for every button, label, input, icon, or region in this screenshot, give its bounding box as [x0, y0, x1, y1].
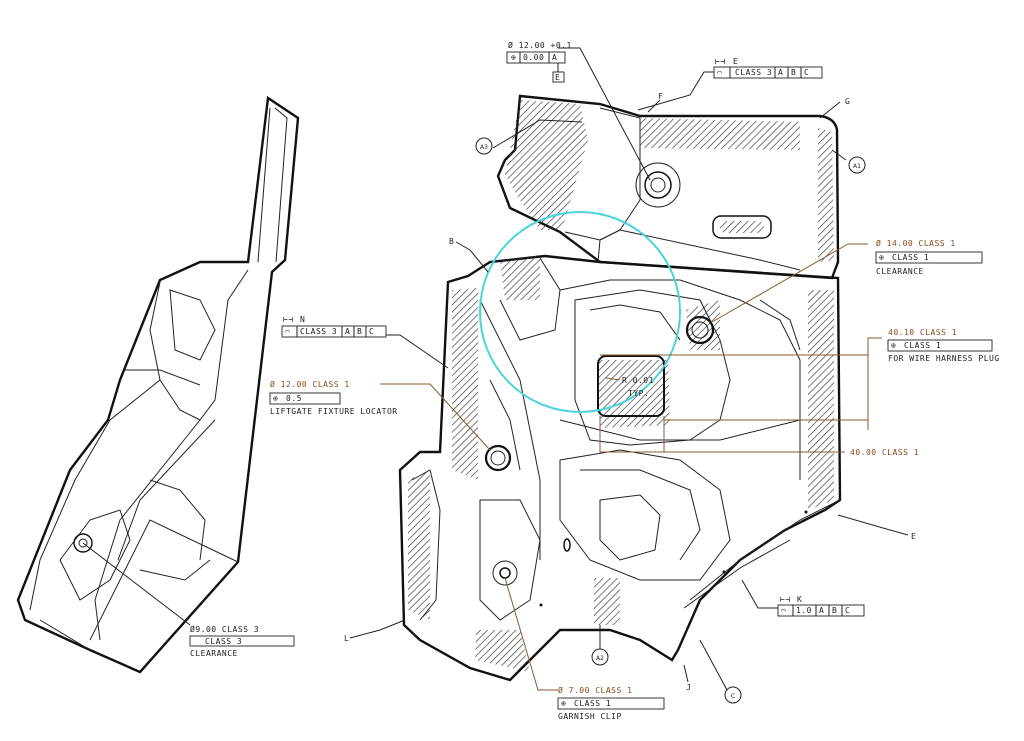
svg-text:B: B — [832, 606, 837, 615]
svg-text:⊕: ⊕ — [891, 341, 896, 350]
callout-radius: R 0.01 TYP. — [622, 376, 654, 398]
svg-text:N: N — [300, 315, 305, 324]
svg-text:B: B — [791, 68, 796, 77]
svg-text:⊕: ⊕ — [273, 394, 278, 403]
callout-dim-4010: 40.10 CLASS 1 ⊕ CLASS 1 FOR WIRE HARNESS… — [887, 328, 1000, 363]
svg-text:Ø 12.00 +0.1: Ø 12.00 +0.1 — [508, 40, 572, 50]
svg-text:1.0: 1.0 — [796, 606, 812, 615]
svg-text:Ø 12.00 CLASS 1: Ø 12.00 CLASS 1 — [270, 379, 350, 389]
svg-text:CLEARANCE: CLEARANCE — [190, 649, 238, 658]
svg-text:TYP.: TYP. — [628, 389, 649, 398]
svg-text:A3: A3 — [480, 144, 488, 151]
datum-bubbles: A3 A1 A2 C — [475, 137, 866, 704]
svg-text:E: E — [555, 73, 560, 82]
callout-dia7: Ø 7.00 CLASS 1 ⊕ CLASS 1 GARNISH CLIP — [557, 685, 665, 721]
svg-text:C: C — [731, 693, 735, 700]
svg-text:CLASS 1: CLASS 1 — [892, 253, 929, 262]
side-view-part — [16, 95, 300, 674]
svg-text:G: G — [845, 97, 850, 106]
callout-dia12-locator: Ø 12.00 CLASS 1 ⊕ 0.5 LIFTGATE FIXTURE L… — [269, 379, 398, 416]
svg-text:CLASS 1: CLASS 1 — [574, 699, 611, 708]
callout-top-right-profile: ⊢⊣ E ⌒ CLASS 3 A B C — [713, 57, 823, 79]
svg-text:A: A — [819, 606, 824, 615]
svg-text:B: B — [357, 327, 362, 336]
svg-text:40.10 CLASS 1: 40.10 CLASS 1 — [888, 328, 957, 337]
svg-text:⊕: ⊕ — [879, 253, 884, 262]
black-leaders — [349, 47, 909, 691]
svg-text:⌒: ⌒ — [781, 606, 786, 615]
svg-text:LIFTGATE FIXTURE LOCATOR: LIFTGATE FIXTURE LOCATOR — [270, 407, 398, 416]
callout-dim-4000: 40.00 CLASS 1 — [850, 448, 919, 457]
svg-text:E: E — [733, 57, 738, 66]
svg-text:L: L — [344, 634, 349, 643]
svg-text:CLASS 3: CLASS 3 — [300, 327, 337, 336]
svg-text:A: A — [778, 68, 783, 77]
svg-text:0.5: 0.5 — [286, 394, 302, 403]
edge-tags: F G B E L J — [344, 92, 916, 692]
svg-text:⊢⊣: ⊢⊣ — [283, 315, 294, 324]
svg-text:F: F — [658, 92, 663, 101]
svg-text:K: K — [797, 595, 802, 604]
svg-text:Ø9.00 CLASS 3: Ø9.00 CLASS 3 — [190, 624, 259, 634]
svg-text:Ø 14.00 CLASS 1: Ø 14.00 CLASS 1 — [876, 238, 956, 248]
svg-text:⊢⊣: ⊢⊣ — [715, 57, 726, 66]
svg-text:⊕: ⊕ — [561, 699, 566, 708]
svg-text:GARNISH CLIP: GARNISH CLIP — [558, 712, 622, 721]
svg-text:CLASS 1: CLASS 1 — [904, 341, 941, 350]
callout-k-profile: ⊢⊣ K ⌒ 1.0 A B C — [777, 595, 865, 617]
svg-text:⊕: ⊕ — [511, 53, 516, 62]
svg-text:J: J — [686, 683, 691, 692]
callout-dia14: Ø 14.00 CLASS 1 ⊕ CLASS 1 CLEARANCE — [875, 238, 983, 276]
svg-text:CLEARANCE: CLEARANCE — [876, 267, 924, 276]
callout-top-dia12: Ø 12.00 +0.1 0.00 A ⊕ E — [506, 40, 572, 83]
svg-text:CLASS 3: CLASS 3 — [205, 637, 242, 646]
svg-text:E: E — [911, 532, 916, 541]
front-view-part — [398, 94, 842, 682]
svg-text:CLASS 3: CLASS 3 — [735, 68, 772, 77]
svg-text:Ø 7.00 CLASS 1: Ø 7.00 CLASS 1 — [558, 685, 632, 695]
svg-text:0.00: 0.00 — [523, 53, 544, 62]
svg-text:FOR WIRE HARNESS PLUG: FOR WIRE HARNESS PLUG — [888, 354, 1000, 363]
svg-text:R 0.01: R 0.01 — [622, 376, 654, 385]
svg-text:40.00 CLASS 1: 40.00 CLASS 1 — [850, 448, 919, 457]
svg-text:C: C — [369, 327, 374, 336]
svg-text:⌒: ⌒ — [285, 327, 290, 336]
svg-text:⊢⊣: ⊢⊣ — [780, 595, 791, 604]
svg-text:B: B — [449, 237, 454, 246]
svg-text:A: A — [345, 327, 350, 336]
callout-dia9: Ø9.00 CLASS 3 CLASS 3 CLEARANCE — [189, 624, 295, 658]
leader-lines — [380, 243, 882, 691]
svg-text:A2: A2 — [596, 655, 604, 662]
callout-left-profile: ⊢⊣ N ⌒ CLASS 3 A B C — [281, 315, 387, 338]
highlight-circle — [479, 211, 681, 413]
svg-text:C: C — [804, 68, 809, 77]
svg-text:⌒: ⌒ — [717, 68, 722, 77]
svg-text:A: A — [552, 53, 557, 62]
svg-text:C: C — [845, 606, 850, 615]
svg-text:A1: A1 — [853, 163, 861, 170]
